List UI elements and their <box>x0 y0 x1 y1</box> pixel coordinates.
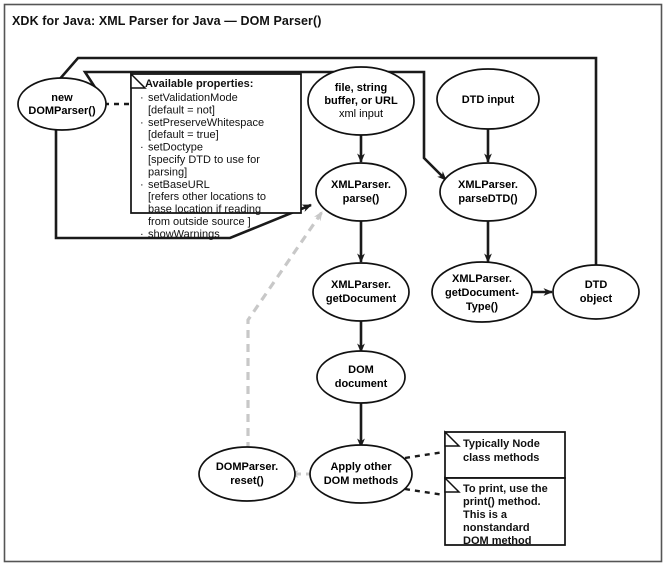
node-parse-dtd-line1: XMLParser. <box>458 179 518 191</box>
node-reset-line1: DOMParser. <box>216 461 278 473</box>
connector-dtdobject-to-domparser <box>51 56 598 272</box>
connector-domparser-to-parse <box>54 130 312 240</box>
node-dtd-object[interactable] <box>552 264 640 320</box>
node-parse-line2: parse() <box>343 193 380 205</box>
node-get-document[interactable] <box>312 262 410 322</box>
node-new-domparser[interactable] <box>17 77 107 131</box>
property-detail-3-1: base location if reading <box>148 204 261 216</box>
node-parse-dtd[interactable] <box>439 162 537 222</box>
note-print-method: To print, use the print() method. This i… <box>444 476 566 547</box>
page-border <box>3 3 663 563</box>
node-dtd-object-line1: DTD <box>585 279 608 291</box>
node-reset-line2: reset() <box>230 475 264 487</box>
node-apply-other[interactable] <box>309 444 413 504</box>
property-detail-2-1: parsing] <box>148 166 187 178</box>
node-dtd-input[interactable] <box>436 68 540 130</box>
property-bullet: · <box>140 117 144 129</box>
note-node-methods: Typically Node class methods <box>444 430 566 479</box>
property-detail-3-2: from outside source ] <box>148 216 251 228</box>
property-bullet: · <box>140 179 144 191</box>
note-properties-list: · setValidationMode[default = not] · setPre… <box>140 92 266 240</box>
node-dom-document[interactable] <box>316 350 406 404</box>
node-xml-input-line2: buffer, or URL <box>324 95 398 107</box>
node-get-document-line2: getDocument <box>326 293 397 305</box>
node-xml-input-line3: xml input <box>339 108 383 120</box>
note-print-method-line1: To print, use the <box>463 483 548 495</box>
note-properties-heading: Available properties: <box>145 78 253 90</box>
note-print-method-line2: print() method. <box>463 496 541 508</box>
property-name-1: setPreserveWhitespace <box>148 117 264 129</box>
property-name-3: setBaseURL <box>148 179 210 191</box>
node-get-document-type-line1: XMLParser. <box>452 273 512 285</box>
property-name-4: showWarnings <box>148 228 220 240</box>
node-parse-line1: XMLParser. <box>331 179 391 191</box>
connector-applyother-to-nodenote <box>404 450 445 460</box>
note-node-methods-line2: class methods <box>463 452 539 464</box>
note-print-method-line3: This is a <box>463 509 508 521</box>
node-parse-dtd-line2: parseDTD() <box>458 193 518 205</box>
property-bullet: · <box>140 92 144 104</box>
note-node-methods-line1: Typically Node <box>463 438 540 450</box>
node-new-domparser-line1: new <box>51 92 73 104</box>
node-apply-other-line2: DOM methods <box>324 475 399 487</box>
node-dtd-input-line1: DTD input <box>462 94 515 106</box>
node-xml-input[interactable] <box>307 66 415 136</box>
note-print-method-line4: nonstandard <box>463 522 530 534</box>
node-get-document-line1: XMLParser. <box>331 279 391 291</box>
property-bullet: · <box>140 142 144 154</box>
note-properties: Available properties: <box>130 72 302 214</box>
property-bullet: · <box>140 228 144 240</box>
connector-reset-to-parse-dashed <box>246 211 324 450</box>
connector-applyother-to-printnote <box>404 487 445 497</box>
property-name-2: setDoctype <box>148 142 203 154</box>
node-parse[interactable] <box>315 162 407 222</box>
node-dom-document-line2: document <box>335 378 388 390</box>
note-print-method-line5: DOM method <box>463 535 531 547</box>
property-name-0: setValidationMode <box>148 92 238 104</box>
node-xml-input-line1: file, string <box>335 82 388 94</box>
node-dtd-object-line2: object <box>580 293 613 305</box>
node-get-document-type[interactable] <box>431 261 533 323</box>
node-dom-document-line1: DOM <box>348 364 374 376</box>
connector-domparser-to-parsedtd <box>82 70 447 181</box>
property-detail-3-0: [refers other locations to <box>148 191 266 203</box>
node-new-domparser-line2: DOMParser() <box>28 105 96 117</box>
node-reset[interactable] <box>198 446 296 502</box>
property-detail-0-0: [default = not] <box>148 104 215 116</box>
property-detail-1-0: [default = true] <box>148 129 219 141</box>
node-get-document-type-line2: getDocument- <box>445 287 519 299</box>
page-title: XDK for Java: XML Parser for Java — DOM … <box>12 14 322 28</box>
node-get-document-type-line3: Type() <box>466 301 499 313</box>
node-apply-other-line1: Apply other <box>330 461 392 473</box>
property-detail-2-0: [specify DTD to use for <box>148 154 260 166</box>
